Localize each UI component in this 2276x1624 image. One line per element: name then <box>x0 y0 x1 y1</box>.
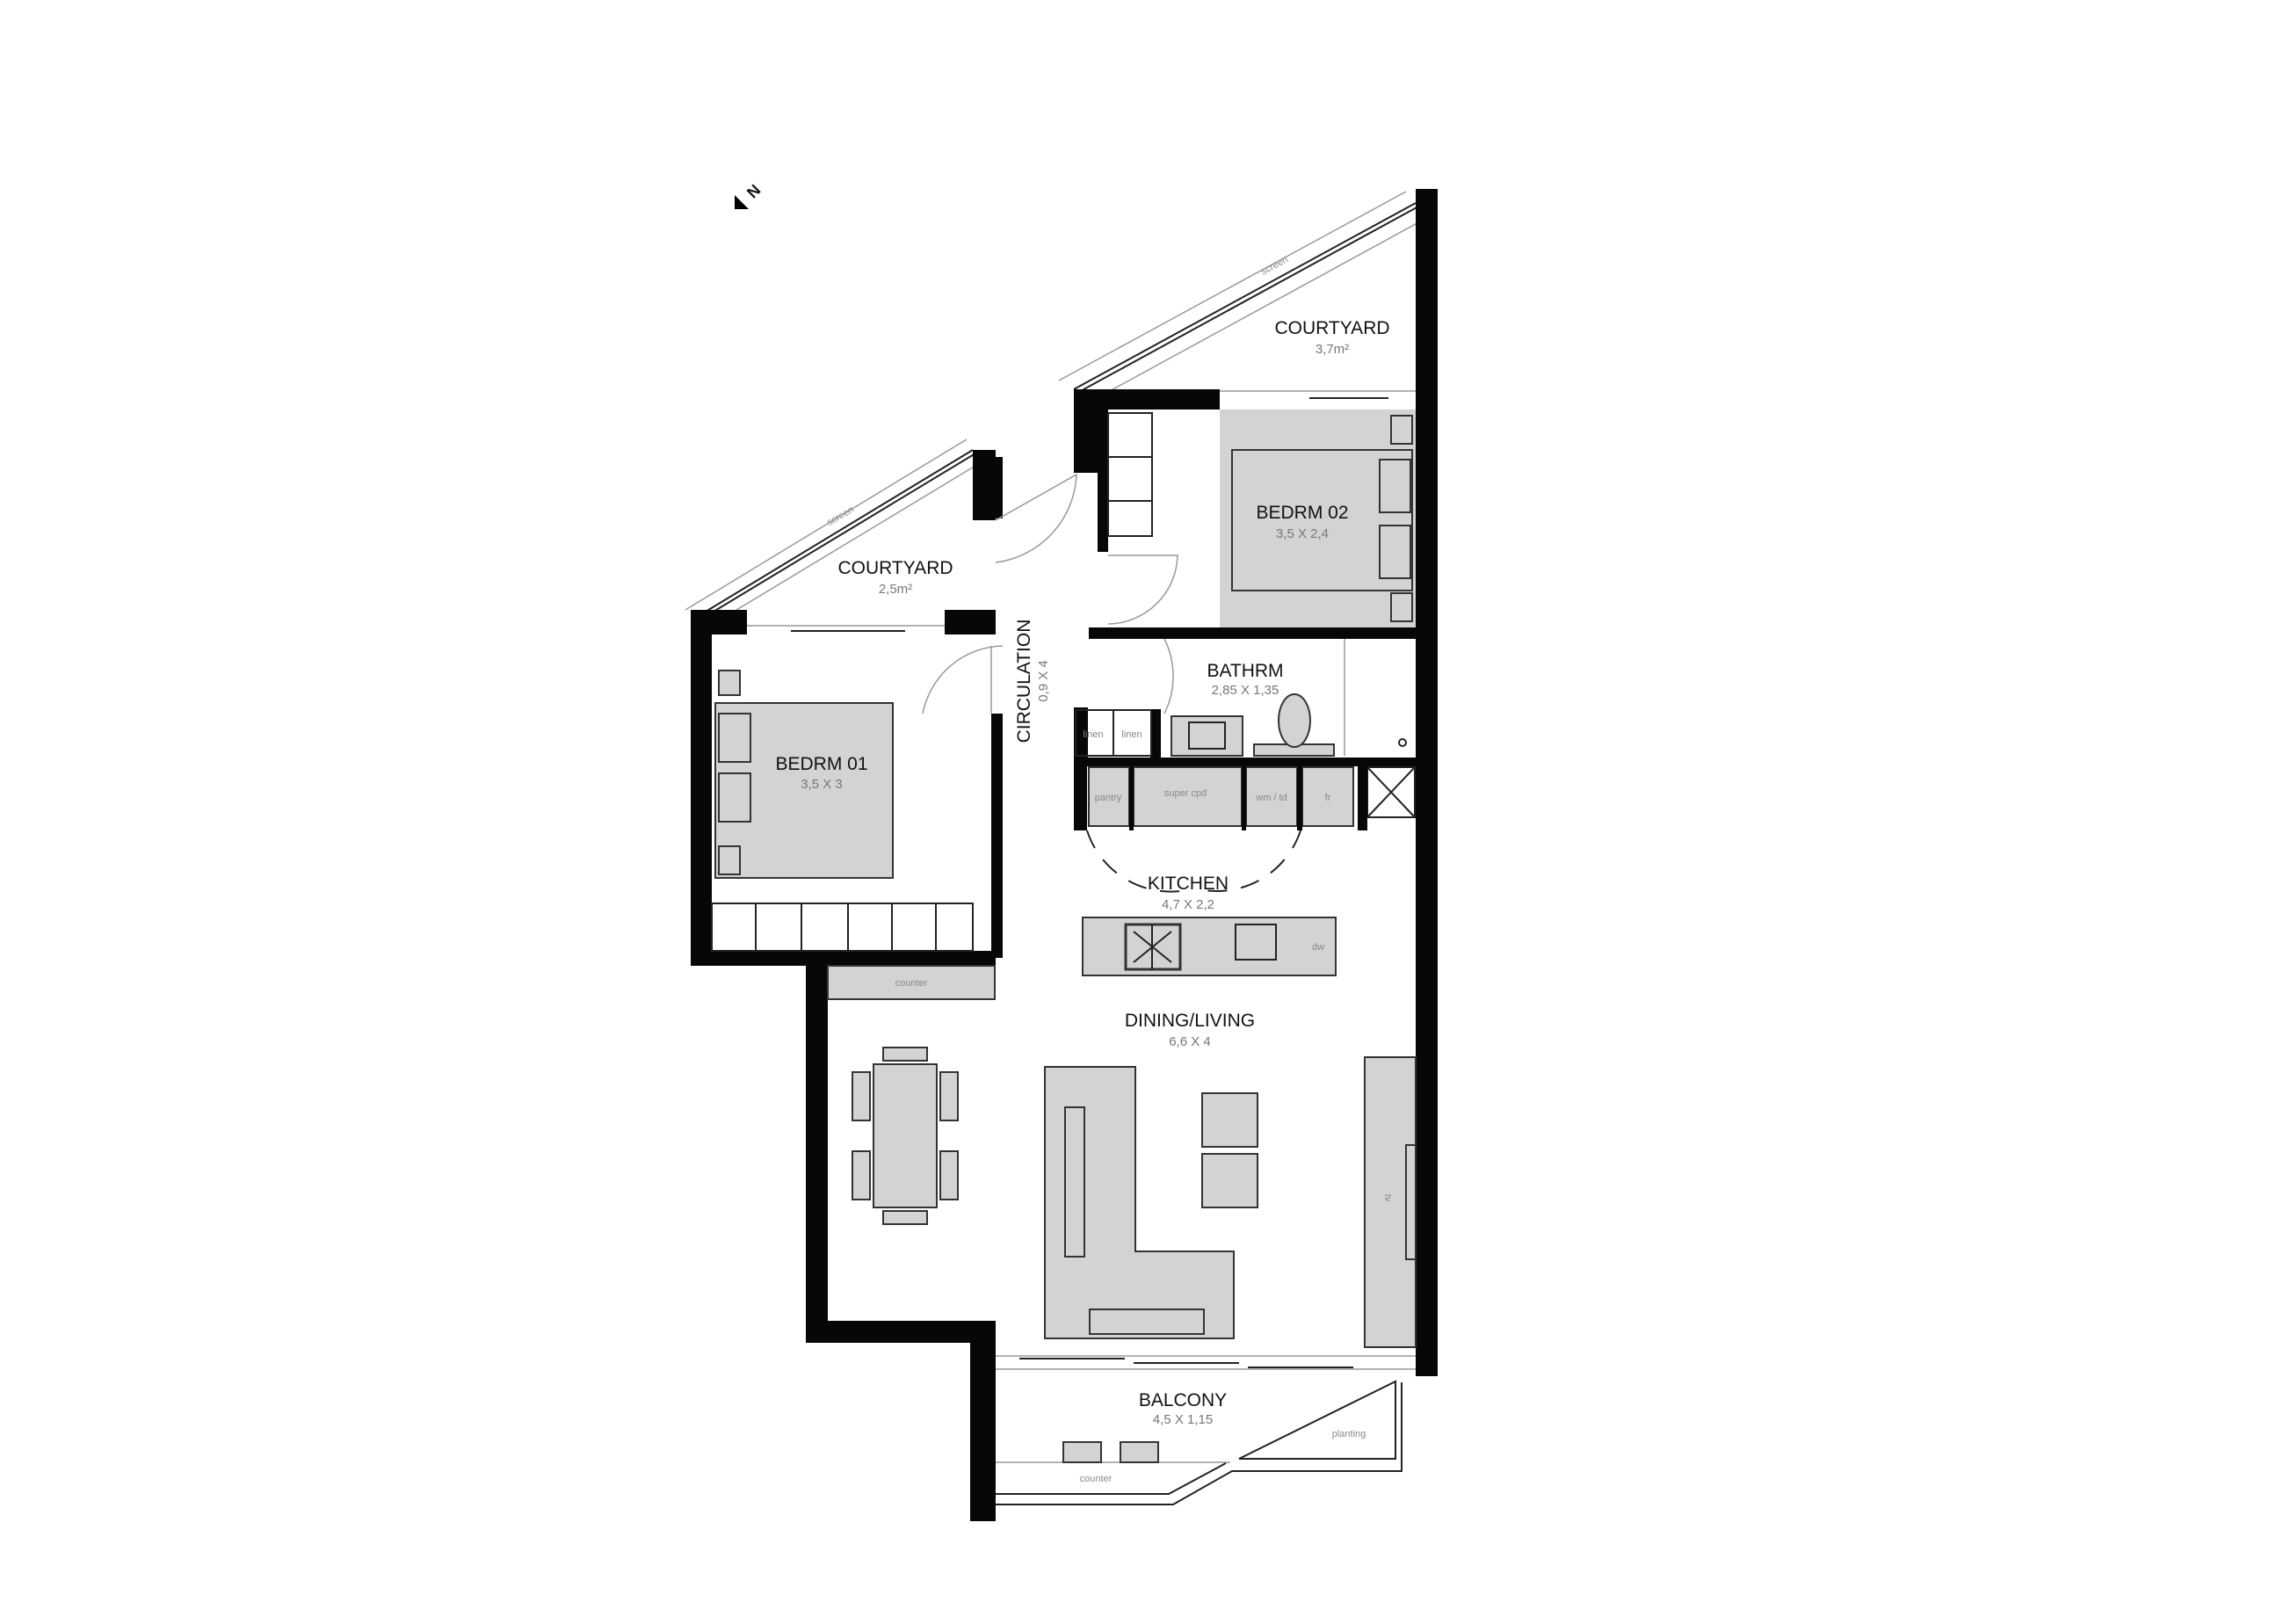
note-counter-balcony: counter <box>1080 1474 1113 1484</box>
room-label-balcony: BALCONY <box>1139 1390 1227 1410</box>
room-size-balcony: 4,5 X 1,15 <box>1153 1412 1213 1427</box>
kitchen-cabinets <box>1088 766 1416 830</box>
bedrm01-furniture <box>711 670 974 952</box>
balcony-elements <box>996 1380 1403 1505</box>
room-labels: COURTYARD 3,7m² COURTYARD 2,5m² BEDRM 02… <box>775 318 1389 1427</box>
north-arrow-icon: N <box>735 181 764 209</box>
note-tv: tv <box>1382 1194 1393 1202</box>
room-size-dining-living: 6,6 X 4 <box>1169 1034 1211 1049</box>
note-linen-1: linen <box>1083 729 1103 740</box>
room-label-bedrm01: BEDRM 01 <box>775 754 867 774</box>
room-size-bathrm: 2,85 X 1,35 <box>1212 683 1279 698</box>
note-planting: planting <box>1332 1429 1366 1439</box>
note-super-cpd: super cpd <box>1164 788 1207 799</box>
svg-text:N: N <box>743 181 764 201</box>
room-label-bathrm: BATHRM <box>1207 661 1283 681</box>
note-wm-td: wm / td <box>1255 793 1287 803</box>
walls <box>691 189 1438 1521</box>
kitchen-island <box>1082 917 1337 976</box>
doors <box>922 473 1301 893</box>
room-size-courtyard-left: 2,5m² <box>879 582 912 597</box>
bathroom-fixtures <box>1075 639 1407 757</box>
note-dw: dw <box>1312 942 1324 953</box>
screen-top <box>1058 191 1424 398</box>
room-label-circulation: CIRCULATION <box>1014 620 1034 743</box>
screen-left <box>685 439 976 620</box>
room-label-courtyard-left: COURTYARD <box>837 558 953 578</box>
room-size-bedrm01: 3,5 X 3 <box>801 777 843 792</box>
room-label-courtyard-top: COURTYARD <box>1274 318 1389 338</box>
room-size-circulation: 0,9 X 4 <box>1036 660 1051 702</box>
note-pantry: pantry <box>1095 793 1122 803</box>
room-size-courtyard-top: 3,7m² <box>1316 342 1349 357</box>
room-label-kitchen: KITCHEN <box>1148 874 1229 894</box>
room-label-dining-living: DINING/LIVING <box>1125 1011 1255 1031</box>
room-size-kitchen: 4,7 X 2,2 <box>1162 897 1214 912</box>
glazing <box>747 390 1416 1370</box>
living-furniture <box>827 965 1417 1348</box>
note-fr: fr <box>1325 793 1331 803</box>
room-label-bedrm02: BEDRM 02 <box>1256 503 1348 523</box>
bedrm02-furniture <box>1107 410 1416 627</box>
note-linen-2: linen <box>1121 729 1142 740</box>
room-size-bedrm02: 3,5 X 2,4 <box>1276 526 1329 541</box>
note-counter-living: counter <box>895 978 928 989</box>
